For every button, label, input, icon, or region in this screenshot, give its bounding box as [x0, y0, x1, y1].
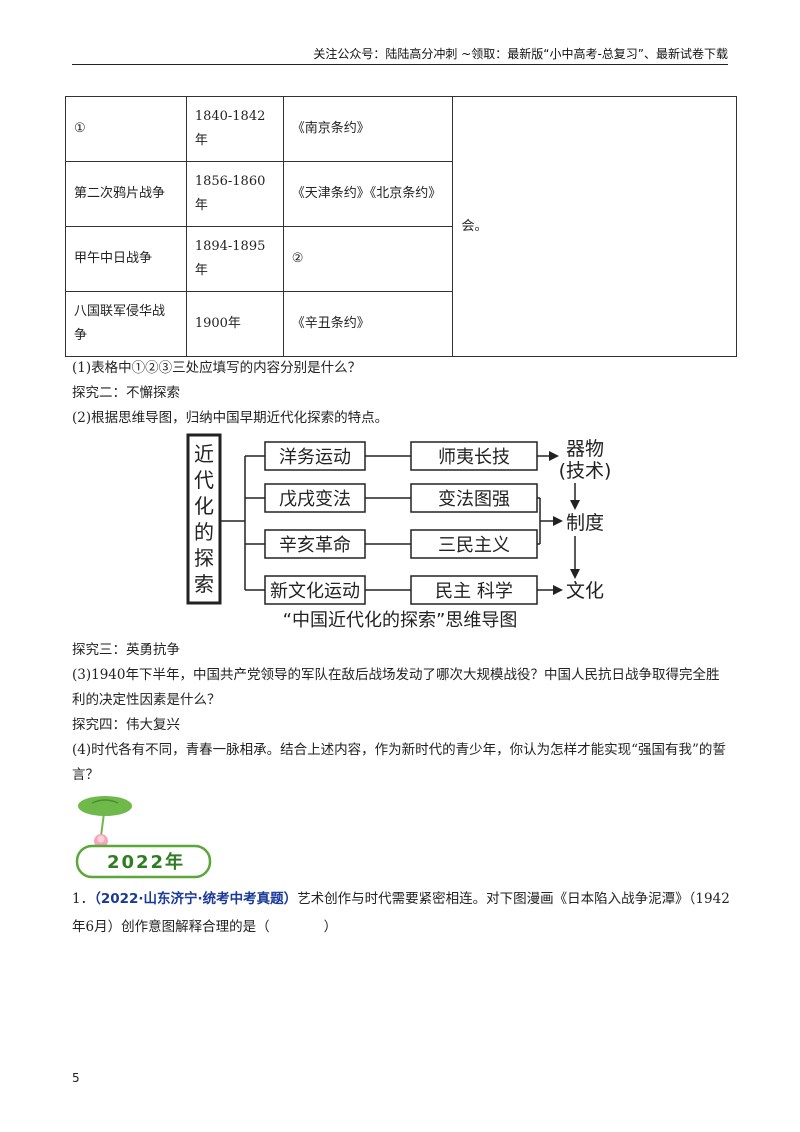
question-number: 1． [72, 891, 95, 907]
header-divider [72, 64, 728, 65]
arrow-right-icon [553, 585, 563, 595]
idea-label: 师夷长技 [438, 447, 510, 468]
idea-label: 三民主义 [438, 535, 510, 556]
arrow-down-icon [570, 569, 580, 579]
mindmap-caption: “中国近代化的探索”思维导图 [283, 610, 518, 631]
history-table: ① 1840-1842年 《南京条约》 会。 第二次鸦片战争 1856-1860… [65, 96, 737, 357]
war-name-cell: 甲午中日战争 [65, 226, 187, 292]
event-label: 辛亥革命 [279, 535, 351, 556]
question-source: （2022·山东济宁·统考中考真题） [94, 891, 298, 907]
war-name-cell: 八国联军侵华战争 [65, 291, 187, 357]
mindmap-root-char: 近 [194, 442, 214, 466]
war-name-cell: ① [65, 96, 187, 162]
level-institution-label: 制度 [566, 512, 604, 534]
level-material-sub-label: (技术) [559, 460, 612, 482]
table-row: 第二次鸦片战争 1856-1860年 《天津条约》《北京条约》 [65, 161, 737, 227]
explore-3-heading: 探究三：英勇抗争 [72, 642, 180, 658]
explore-2-heading: 探究二：不懈探索 [72, 385, 180, 401]
event-label: 新文化运动 [270, 581, 360, 602]
treaty-cell: ② [282, 226, 454, 292]
mindmap-root-char: 索 [194, 572, 214, 596]
mindmap-root-box [186, 433, 222, 605]
idea-label: 民主 科学 [435, 581, 513, 602]
years-cell: 1894-1895年 [185, 226, 284, 292]
years-cell: 1900年 [185, 291, 284, 357]
side-cell: 会。 [452, 96, 737, 357]
mindmap-root-char: 化 [194, 494, 214, 518]
question-3-text: (3)1940年下半年，中国共产党领导的军队在敌后战场发动了哪次大规模战役？中国… [72, 667, 720, 708]
question-1-block: 1．（2022·山东济宁·统考中考真题）艺术创作与时代需要紧密相连。对下图漫画《… [72, 885, 732, 941]
treaty-cell: 《南京条约》 [282, 96, 454, 162]
lotus-flower-icon [94, 834, 108, 848]
level-material-label: 器物 [566, 438, 604, 460]
level-culture-label: 文化 [566, 580, 604, 602]
arrow-right-icon [549, 451, 559, 461]
question-2-text: (2)根据思维导图，归纳中国早期近代化探索的特点。 [72, 410, 389, 426]
arrow-down-icon [570, 500, 580, 510]
explore-4-heading: 探究四：伟大复兴 [72, 717, 180, 733]
event-label: 洋务运动 [279, 447, 351, 468]
mindmap-diagram: 近 代 化 的 探 索 洋务运动 戊戌变法 辛亥革命 新文化运动 师夷长技 变法… [186, 433, 612, 631]
arrow-right-icon [553, 516, 563, 526]
table-row: 甲午中日战争 1894-1895年 ② [65, 226, 737, 292]
question-text: 艺术创作与时代需要紧密相连。对下图漫画《日本陷入战争泥潭》（1942年6月）创作… [72, 891, 730, 935]
mindmap-root-char: 代 [194, 468, 214, 492]
year-badge-label: 2022年 [107, 851, 185, 873]
mindmap-root-char: 的 [194, 520, 214, 544]
years-cell: 1856-1860年 [185, 161, 284, 227]
years-cell: 1840-1842年 [185, 96, 284, 162]
treaty-cell: 《辛丑条约》 [282, 291, 454, 357]
year-badge: 2022年 [75, 796, 212, 879]
mindmap-root-char: 探 [194, 546, 214, 570]
war-name-cell: 第二次鸦片战争 [65, 161, 187, 227]
lotus-leaf-icon [78, 796, 132, 816]
table-row: ① 1840-1842年 《南京条约》 会。 [65, 96, 737, 357]
question-4-text: (4)时代各有不同，青春一脉相承。结合上述内容，作为新时代的青少年，你认为怎样才… [72, 742, 726, 783]
event-label: 戊戌变法 [279, 489, 351, 510]
page-number: 5 [72, 1071, 80, 1085]
header-text: 关注公众号：陆陆高分冲刺 ~领取：最新版“小中高考-总复习”、最新试卷下载 [313, 47, 728, 61]
table-row: 八国联军侵华战争 1900年 《辛丑条约》 [65, 291, 737, 357]
treaty-cell: 《天津条约》《北京条约》 [282, 161, 454, 227]
idea-label: 变法图强 [438, 489, 510, 510]
question-1-text: (1)表格中①②③三处应填写的内容分别是什么？ [72, 360, 362, 376]
